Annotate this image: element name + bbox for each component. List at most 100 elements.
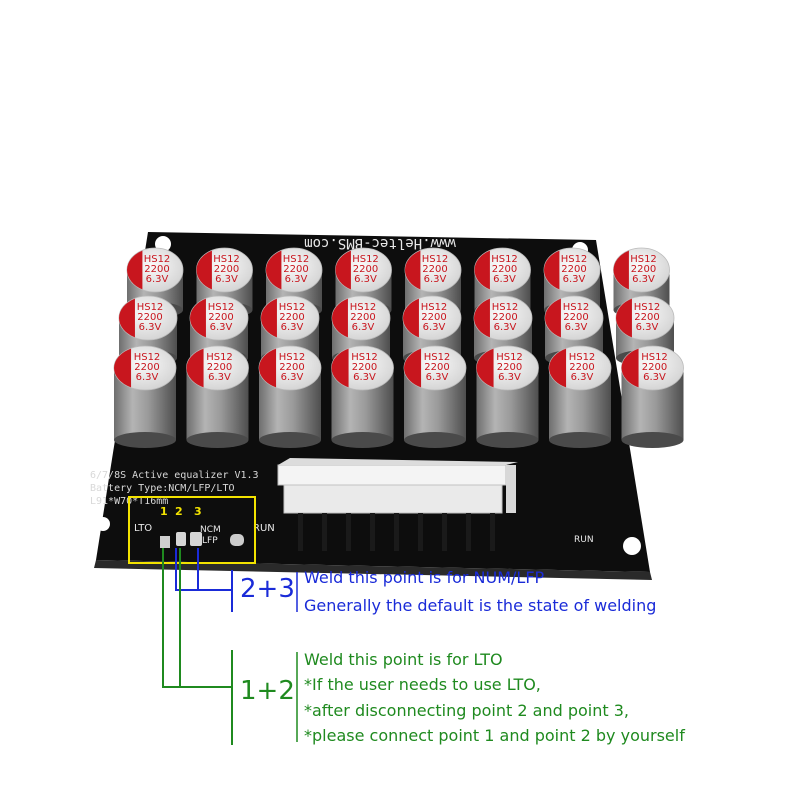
capacitor-marking: 2200	[631, 264, 656, 275]
capacitor-marking: 6.3V	[494, 322, 517, 333]
capacitor-marking: HS12	[213, 254, 240, 265]
green-leader-lines	[162, 548, 233, 745]
capacitor-marking: 2200	[134, 362, 159, 373]
capacitor-marking: HS12	[422, 254, 449, 265]
green-note-line-1: Weld this point is for LTO	[304, 650, 503, 669]
capacitor-marking: HS12	[352, 254, 379, 265]
capacitor-marking: 6.3V	[636, 322, 659, 333]
capacitor-marking: 2200	[352, 362, 377, 373]
capacitor-array: HS1222006.3VHS1222006.3VHS1222006.3VHS12…	[113, 247, 684, 448]
capacitor-marking: 2200	[422, 264, 447, 275]
capacitor-marking: HS12	[491, 254, 518, 265]
capacitor-marking: HS12	[134, 352, 161, 363]
green-note-line-3: *after disconnecting point 2 and point 3…	[304, 701, 629, 720]
capacitor-marking: HS12	[208, 302, 235, 313]
capacitor-marking: 2200	[283, 264, 308, 275]
connector-pin	[370, 513, 375, 551]
capacitor-marking: 6.3V	[498, 372, 521, 383]
capacitor-marking: 2200	[569, 362, 594, 373]
blue-note-line-1: Weld this point is for NUM/LFP	[304, 568, 545, 587]
capacitor-marking: 2200	[492, 312, 517, 323]
model-silkscreen: 6/7/8S Active equalizer V1.3	[90, 470, 259, 481]
green-note-line-2: *If the user needs to use LTO,	[304, 675, 541, 694]
connector-pin	[490, 513, 495, 551]
green-note-line-4: *please connect point 1 and point 2 by y…	[304, 726, 685, 745]
capacitor-marking: 6.3V	[423, 322, 446, 333]
point-number-3: 3	[194, 505, 202, 518]
capacitor-marking: HS12	[634, 302, 661, 313]
capacitor-marking: HS12	[569, 352, 596, 363]
capacitor-marking: 6.3V	[426, 372, 449, 383]
run-pad-label: RUN	[253, 523, 275, 534]
capacitor-marking: 2200	[563, 312, 588, 323]
capacitor-marking: HS12	[279, 352, 306, 363]
capacitor-marking: 2200	[561, 264, 586, 275]
capacitor-marking: 2200	[208, 312, 233, 323]
capacitor-marking: 2200	[421, 312, 446, 323]
jumper-pads	[160, 532, 244, 548]
capacitor-marking: 6.3V	[632, 274, 655, 285]
ncm-pad-label: NCM	[200, 525, 221, 535]
capacitor-marking: 2200	[634, 312, 659, 323]
capacitor-marking: 6.3V	[139, 322, 162, 333]
capacitor-marking: HS12	[561, 254, 588, 265]
capacitor-marking: 2200	[144, 264, 169, 275]
capacitor-marking: HS12	[641, 352, 668, 363]
capacitor-marking: HS12	[206, 352, 233, 363]
capacitor-marking: HS12	[351, 352, 378, 363]
capacitor-marking: 2200	[642, 362, 667, 373]
capacitor-marking: 2200	[207, 362, 232, 373]
green-combo-label: 1+2	[240, 676, 295, 706]
capacitor-marking: HS12	[144, 254, 171, 265]
battery-type-silkscreen: Battery Type:NCM/LFP/LTO	[90, 483, 235, 494]
mounting-hole	[623, 537, 641, 555]
capacitor-marking: 6.3V	[353, 372, 376, 383]
capacitor-marking: HS12	[421, 302, 448, 313]
capacitor-marking: 6.3V	[424, 274, 447, 285]
capacitor-marking: HS12	[279, 302, 306, 313]
capacitor-marking: 6.3V	[563, 274, 586, 285]
capacitor-marking: HS12	[283, 254, 310, 265]
capacitor-marking: 6.3V	[643, 372, 666, 383]
blue-leader-lines	[175, 548, 233, 612]
capacitor-marking: HS12	[424, 352, 451, 363]
capacitor-marking: 2200	[279, 312, 304, 323]
capacitor-marking: 6.3V	[281, 322, 304, 333]
url-silkscreen: www.Heltec-BMS.com	[304, 235, 456, 251]
point-number-2: 2	[175, 505, 183, 518]
capacitor-marking: 2200	[492, 264, 517, 275]
capacitor-marking: HS12	[492, 302, 519, 313]
capacitor-marking: HS12	[137, 302, 164, 313]
capacitor-marking: 6.3V	[565, 322, 588, 333]
capacitor-marking: 6.3V	[146, 274, 169, 285]
connector-pin	[346, 513, 351, 551]
connector-pin	[394, 513, 399, 551]
capacitor-marking: 6.3V	[210, 322, 233, 333]
capacitor-marking: HS12	[563, 302, 590, 313]
connector-pin	[466, 513, 471, 551]
capacitor-marking: 6.3V	[136, 372, 159, 383]
connector-pin	[298, 513, 303, 551]
capacitor-marking: 6.3V	[571, 372, 594, 383]
lfp-pad-label: LFP	[202, 536, 218, 546]
balance-connector	[277, 458, 518, 551]
run-led-label: RUN	[574, 535, 594, 545]
blue-combo-label: 2+3	[240, 574, 295, 604]
capacitor-marking: 2200	[279, 362, 304, 373]
capacitor-marking: HS12	[630, 254, 657, 265]
capacitor-marking: 6.3V	[352, 322, 375, 333]
point-number-1: 1	[160, 505, 168, 518]
capacitor-marking: 2200	[214, 264, 239, 275]
capacitor-marking: HS12	[350, 302, 377, 313]
capacitor-marking: 2200	[424, 362, 449, 373]
capacitor-marking: 6.3V	[354, 274, 377, 285]
capacitor-marking: 6.3V	[215, 274, 238, 285]
